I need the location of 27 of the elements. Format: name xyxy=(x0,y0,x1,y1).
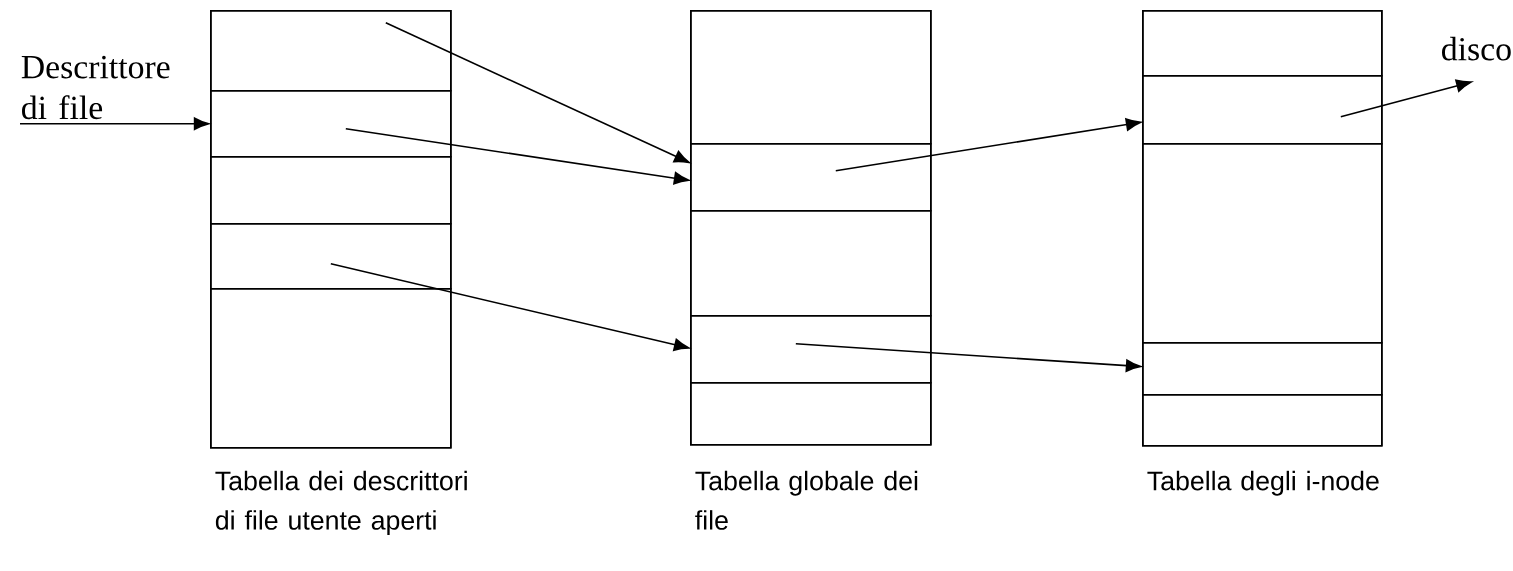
table-row xyxy=(1142,10,1383,77)
node-label: Tabella degli i-node xyxy=(1147,470,1379,496)
table-row xyxy=(1142,75,1383,145)
arrow xyxy=(19,117,210,131)
table-row xyxy=(210,10,452,92)
text-label: Descrittore di file xyxy=(21,55,170,120)
node-label: Tabella globale dei file xyxy=(695,470,918,530)
arrow xyxy=(835,118,1142,172)
table-row xyxy=(1142,394,1383,447)
table-row xyxy=(690,382,932,446)
table-row xyxy=(690,315,932,384)
table-row xyxy=(210,156,452,225)
node-label: Tabella dei descrittori di file utente aperti xyxy=(215,470,467,536)
table-row xyxy=(1142,143,1383,344)
table-row xyxy=(690,143,932,212)
table-row xyxy=(210,223,452,290)
table-row xyxy=(210,288,452,449)
arrow xyxy=(385,22,690,164)
arrow xyxy=(1340,79,1472,118)
table-row xyxy=(1142,342,1383,396)
arrow xyxy=(345,128,690,185)
table-row xyxy=(690,210,932,317)
arrow xyxy=(330,263,690,352)
arrow xyxy=(795,343,1142,373)
table-row xyxy=(690,10,932,145)
table-row xyxy=(210,90,452,158)
text-label: disco xyxy=(1442,36,1511,61)
